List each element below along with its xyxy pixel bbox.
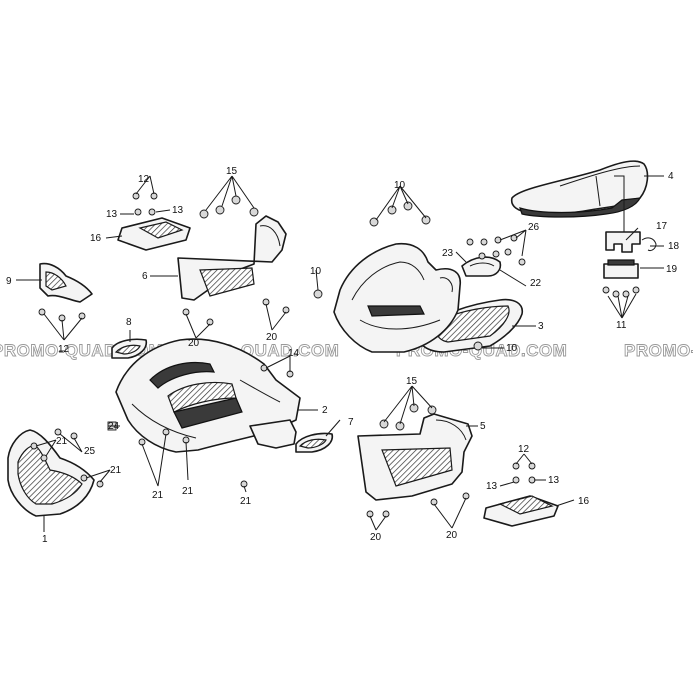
callout-12c: 12 <box>518 444 530 455</box>
callout-21c: 21 <box>152 490 164 501</box>
callout-3: 3 <box>538 321 544 332</box>
callout-21d: 21 <box>182 486 194 497</box>
seat-latch-bracket <box>603 231 657 279</box>
callout-16b: 16 <box>578 496 590 507</box>
front-body-part <box>115 338 301 453</box>
callout-24: 24 <box>108 421 120 432</box>
callout-labels: 1 2 3 4 5 6 7 8 9 10 10 10 11 12 12 12 1… <box>6 166 680 545</box>
callout-1: 1 <box>42 534 48 545</box>
callout-5: 5 <box>480 421 486 432</box>
headlight-left-part <box>39 262 93 303</box>
callout-10c: 10 <box>506 343 518 354</box>
callout-13b: 13 <box>172 205 184 216</box>
callout-13a: 13 <box>106 209 118 220</box>
callout-10b: 10 <box>310 266 322 277</box>
callout-13d: 13 <box>548 475 560 486</box>
right-footrest-part <box>357 413 473 501</box>
pad-left-part <box>117 217 191 251</box>
callout-20a: 20 <box>188 338 200 349</box>
callout-9: 9 <box>6 276 12 287</box>
vent-piece-right <box>295 432 334 453</box>
watermark-row: PROMO-QUAD.COM PROMO-QUAD.COM PROMO-QUAD… <box>0 341 693 361</box>
tail-light-bracket <box>461 256 502 277</box>
callout-11: 11 <box>616 320 627 331</box>
callout-21a: 21 <box>56 436 68 447</box>
callout-14: 14 <box>288 348 300 359</box>
callout-7: 7 <box>348 417 354 428</box>
pad-right-part <box>483 495 559 527</box>
callout-20c: 20 <box>370 532 382 543</box>
callout-12b: 12 <box>58 344 70 355</box>
callout-25: 25 <box>84 446 96 457</box>
callout-20b: 20 <box>266 332 278 343</box>
callout-15b: 15 <box>406 376 418 387</box>
callout-21e: 21 <box>240 496 252 507</box>
callout-15a: 15 <box>226 166 238 177</box>
callout-19: 19 <box>666 264 678 275</box>
callout-6: 6 <box>142 271 148 282</box>
vent-piece-left <box>111 338 148 359</box>
leader-lines <box>16 175 664 532</box>
callout-20d: 20 <box>446 530 458 541</box>
left-footrest-part <box>177 215 287 301</box>
callout-26: 26 <box>528 222 540 233</box>
callout-17: 17 <box>656 221 668 232</box>
rear-body-part <box>333 242 461 353</box>
front-grille-part <box>7 429 95 517</box>
callout-12a: 12 <box>138 174 150 185</box>
callout-2: 2 <box>322 405 328 416</box>
watermark-text-4: PROMO-QUAD.COM <box>624 341 693 360</box>
callout-13c: 13 <box>486 481 498 492</box>
callout-10a: 10 <box>394 180 406 191</box>
callout-18: 18 <box>668 241 680 252</box>
fasteners <box>30 192 640 518</box>
callout-21b: 21 <box>110 465 122 476</box>
callout-4: 4 <box>668 171 674 182</box>
callout-16a: 16 <box>90 233 102 244</box>
callout-8: 8 <box>126 317 132 328</box>
callout-22: 22 <box>530 278 542 289</box>
callout-23: 23 <box>442 248 454 259</box>
seat-part <box>510 160 649 218</box>
